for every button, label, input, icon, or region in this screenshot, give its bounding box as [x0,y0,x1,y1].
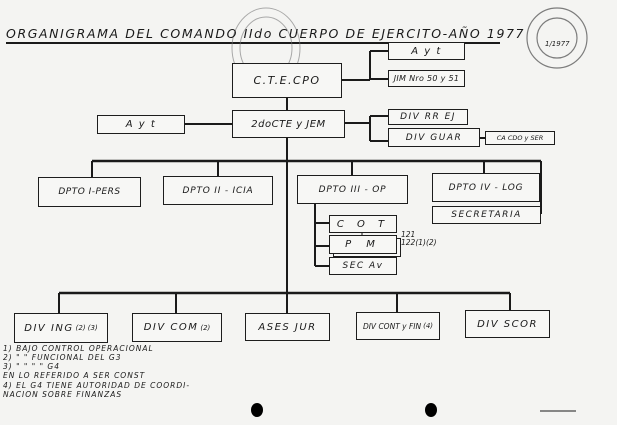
node-div-ing: DIV ING(2) (3) [14,313,108,343]
node-div-com: DIV COM(2) [132,313,222,342]
punch-hole-left [251,403,263,417]
node-sec-av: SEC Av [329,257,397,275]
node-pm: P M [329,235,397,254]
node-div-cont-fin: DIV CONT y FIN(4) [356,312,440,340]
node-dpto-1: DPTO I-PERS [38,177,141,207]
chart-title: ORGANIGRAMA DEL COMANDO IIdo CUERPO DE E… [6,26,526,41]
footnote-4: 4) EL G4 TIENE AUTORIDAD DE COORDI- [3,381,191,390]
div-cont-fin-label: DIV CONT y FIN [362,321,422,331]
footnote-1: 1) BAJO CONTROL OPERACIONAL [3,344,154,353]
node-ayt-left: A y t [97,115,185,134]
footnote-2: 2) " " FUNCIONAL DEL G3 [3,353,122,362]
node-ca-cdo-ser: CA CDO y SER [485,131,555,145]
footnote-4-cont: NACION SOBRE FINANZAS [3,390,123,399]
node-div-scor: DIV SCOR [465,310,550,338]
punch-hole-right [425,403,437,417]
div-ing-label: DIV ING [24,322,74,334]
footnote-3: 3) " " " " G4 [3,362,61,371]
node-2do-cte-jem: 2doCTE y JEM [232,110,345,138]
footnote-3-cont: EN LO REFERIDO A SER CONST [3,371,146,380]
node-ases-jur: ASES JUR [245,313,330,341]
node-cte-cpo: C.T.E.CPO [232,63,342,98]
node-ayt-top: A y t [388,42,465,60]
stamp-right-date: 1/1977 [545,40,570,48]
node-dpto-4: DPTO IV - LOG [432,173,540,202]
stamp-right [526,7,588,69]
div-com-note: (2) [200,323,211,332]
node-div-guar: DIV GUAR [388,128,480,147]
pm-note-1: 121 [401,230,416,239]
div-ing-note: (2) (3) [75,324,98,332]
node-jim: JIM Nro 50 y 51 [388,70,465,87]
div-com-label: DIV COM [143,322,199,333]
div-cont-fin-note: (4) [423,322,434,330]
node-secretaria: SECRETARIA [432,206,541,224]
node-cot: C O T [329,215,397,233]
node-div-rr-ej: DIV RR EJ [388,109,468,125]
pm-note-2: 122(1)(2) [401,238,437,247]
node-dpto-3: DPTO III - OP [297,175,408,204]
node-dpto-2: DPTO II - ICIA [163,176,273,205]
